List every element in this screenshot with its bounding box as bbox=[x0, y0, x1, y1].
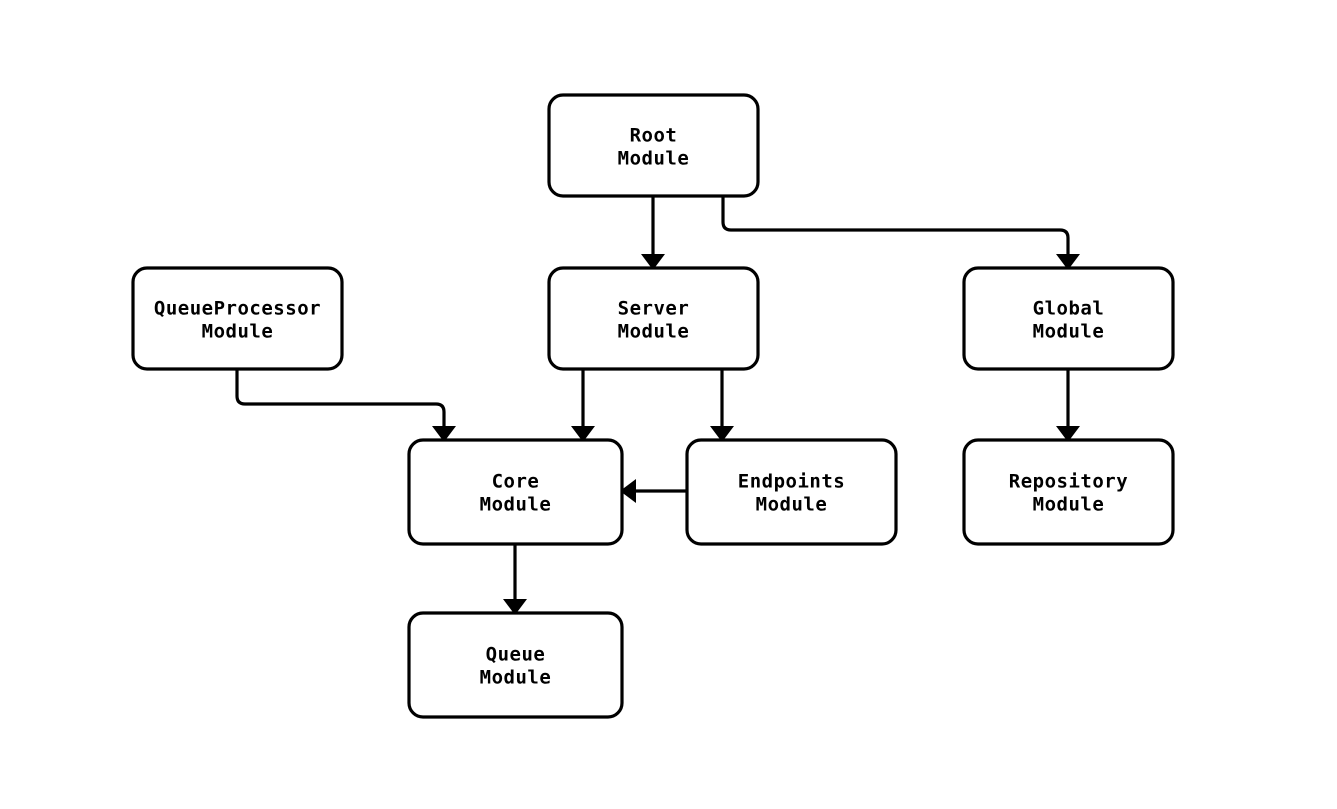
arrowhead-server-to-core bbox=[571, 426, 595, 442]
arrowhead-root-to-global bbox=[1056, 254, 1080, 270]
node-box-endpoints-module[interactable] bbox=[685, 438, 898, 546]
node-box-root-module[interactable] bbox=[547, 93, 760, 198]
edge-core-to-queue bbox=[503, 544, 527, 615]
node-root-module[interactable]: Root Module bbox=[547, 93, 760, 198]
node-box-core-module[interactable] bbox=[407, 438, 624, 546]
node-queueprocessor-module[interactable]: QueueProcessor Module bbox=[131, 266, 344, 371]
node-label-repository-module-line1: Repository bbox=[1009, 471, 1128, 493]
arrowhead-core-to-queue bbox=[503, 599, 527, 615]
node-layer: Root Module QueueProcessor Module Server… bbox=[131, 93, 1175, 719]
node-label-queue-module-line2: Module bbox=[480, 667, 552, 689]
node-label-queueprocessor-module-line1: QueueProcessor bbox=[154, 298, 321, 320]
node-label-queueprocessor-module-line2: Module bbox=[202, 321, 274, 343]
node-box-queue-module[interactable] bbox=[407, 611, 624, 719]
node-label-root-module-line1: Root bbox=[630, 125, 678, 147]
edge-global-to-repository bbox=[1056, 369, 1080, 442]
node-endpoints-module[interactable]: Endpoints Module bbox=[685, 438, 898, 546]
edge-path-root-to-global bbox=[721, 196, 1070, 254]
node-box-queueprocessor-module[interactable] bbox=[131, 266, 344, 371]
node-label-repository-module-line2: Module bbox=[1033, 494, 1105, 516]
node-label-server-module-line2: Module bbox=[618, 321, 690, 343]
arrowhead-queueprocessor-to-core bbox=[432, 426, 456, 442]
node-label-queue-module-line1: Queue bbox=[486, 644, 546, 666]
node-server-module[interactable]: Server Module bbox=[547, 266, 760, 371]
node-queue-module[interactable]: Queue Module bbox=[407, 611, 624, 719]
node-label-core-module-line2: Module bbox=[480, 494, 552, 516]
edge-queueprocessor-to-core bbox=[235, 369, 456, 442]
node-label-endpoints-module-line1: Endpoints bbox=[738, 471, 845, 493]
node-label-root-module-line2: Module bbox=[618, 148, 690, 170]
arrowhead-server-to-endpoints bbox=[710, 426, 734, 442]
edge-endpoints-to-core bbox=[620, 479, 687, 503]
edge-server-to-endpoints bbox=[710, 369, 734, 442]
edge-root-to-server bbox=[641, 196, 665, 270]
edge-path-queueprocessor-to-core bbox=[235, 369, 446, 426]
node-label-global-module-line2: Module bbox=[1033, 321, 1105, 343]
arrowhead-endpoints-to-core bbox=[620, 479, 636, 503]
node-label-server-module-line1: Server bbox=[618, 298, 690, 320]
arrowhead-global-to-repository bbox=[1056, 426, 1080, 442]
node-global-module[interactable]: Global Module bbox=[962, 266, 1175, 371]
node-box-repository-module[interactable] bbox=[962, 438, 1175, 546]
arrowhead-root-to-server bbox=[641, 254, 665, 270]
edge-server-to-core bbox=[571, 369, 595, 442]
node-repository-module[interactable]: Repository Module bbox=[962, 438, 1175, 546]
node-label-endpoints-module-line2: Module bbox=[756, 494, 828, 516]
edge-root-to-global bbox=[721, 196, 1080, 270]
node-box-server-module[interactable] bbox=[547, 266, 760, 371]
node-box-global-module[interactable] bbox=[962, 266, 1175, 371]
node-core-module[interactable]: Core Module bbox=[407, 438, 624, 546]
edge-layer bbox=[235, 196, 1080, 615]
node-label-core-module-line1: Core bbox=[492, 471, 540, 493]
node-label-global-module-line1: Global bbox=[1033, 298, 1105, 320]
